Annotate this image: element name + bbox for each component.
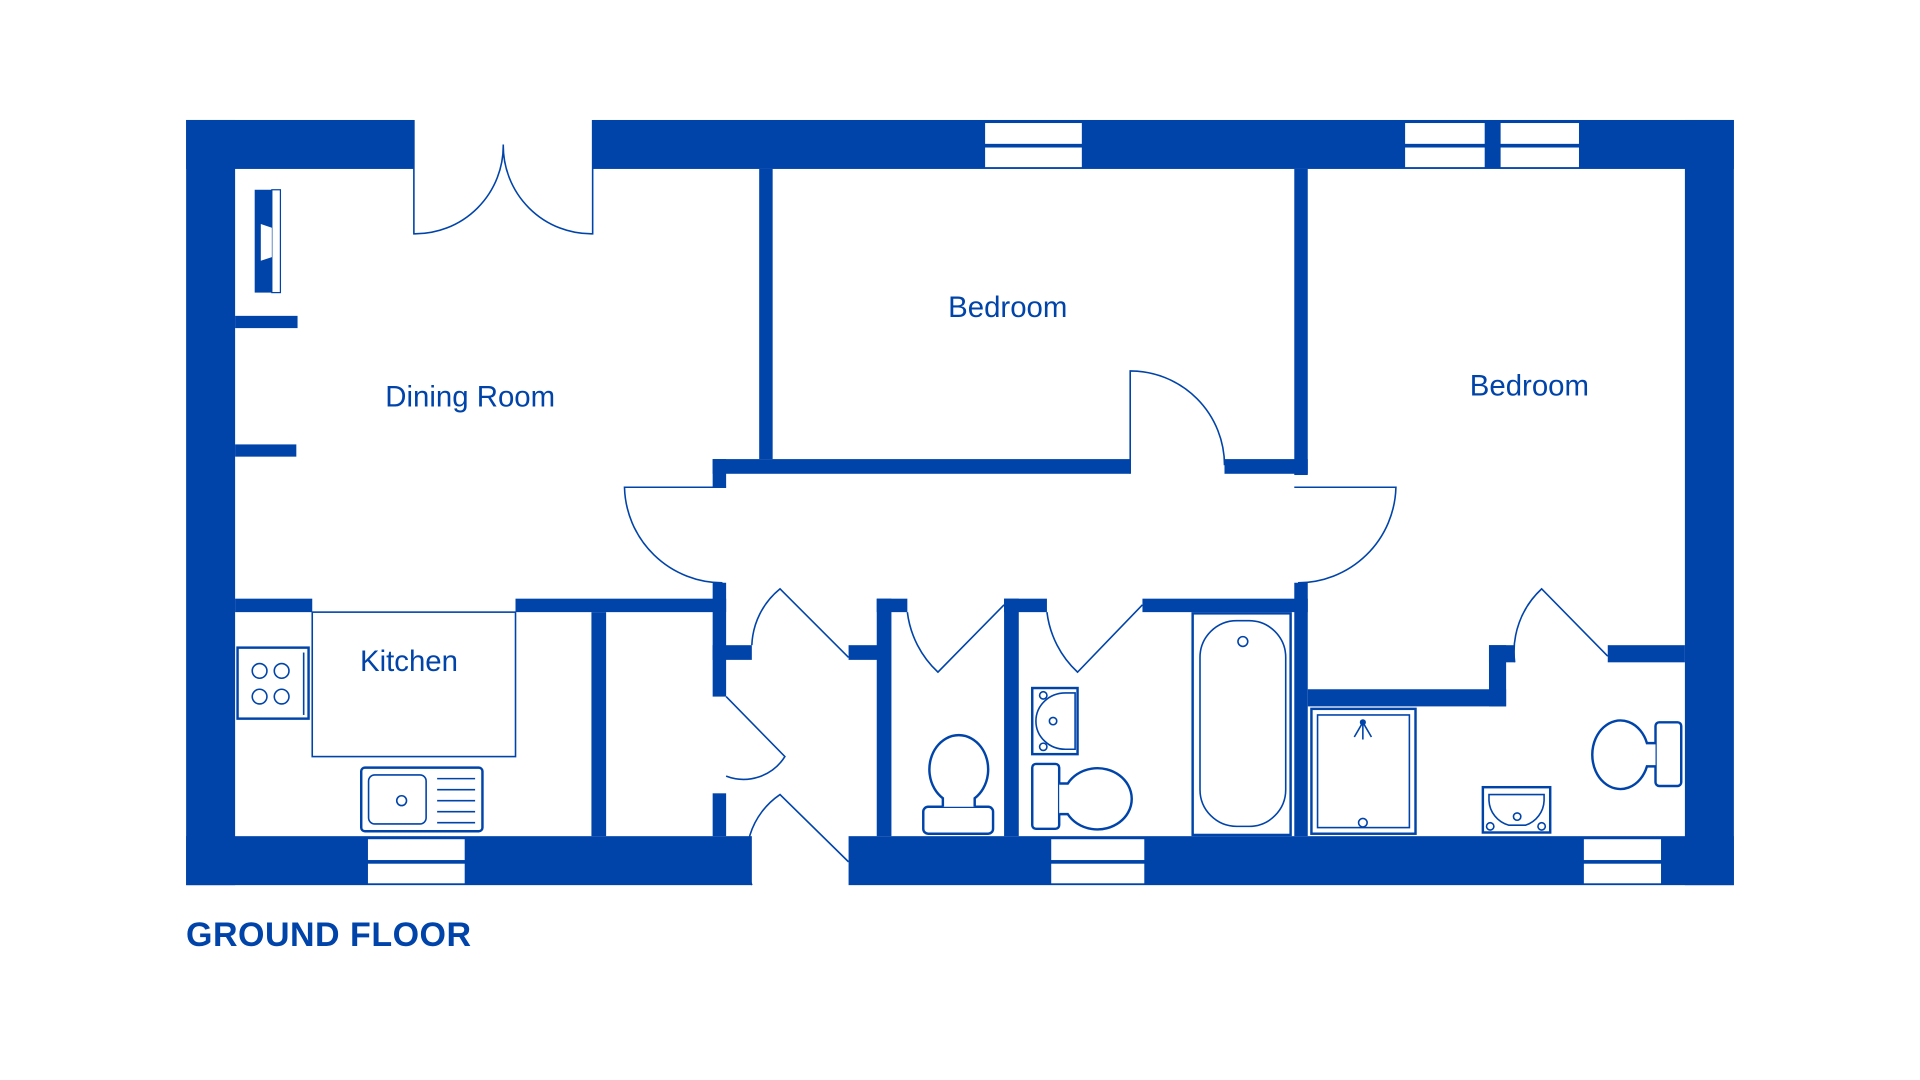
sink-icon bbox=[360, 766, 484, 833]
interior-walls bbox=[235, 168, 1685, 837]
dining-door bbox=[623, 486, 727, 584]
floor-title: GROUND FLOOR bbox=[186, 916, 472, 954]
ensuite-door bbox=[1513, 587, 1609, 663]
windows bbox=[366, 121, 1663, 885]
toilet-icon bbox=[1591, 719, 1683, 791]
wc-door bbox=[906, 604, 1005, 674]
toilet-icon bbox=[922, 733, 995, 835]
fireplace-icon bbox=[254, 189, 282, 294]
kitchen-counter bbox=[311, 611, 517, 758]
toilet-icon bbox=[1031, 762, 1133, 831]
bedroom2-door bbox=[1294, 486, 1397, 584]
room-label-kitchen: Kitchen bbox=[360, 645, 458, 678]
hob-icon bbox=[236, 646, 310, 720]
shower-icon bbox=[1310, 707, 1417, 835]
cupboard-door bbox=[751, 587, 850, 658]
basin-icon bbox=[1031, 686, 1079, 756]
room-label-dining-room: Dining Room bbox=[385, 380, 555, 413]
french-doors bbox=[413, 119, 594, 235]
room-label-bedroom-2: Bedroom bbox=[1470, 369, 1589, 402]
bath-icon bbox=[1191, 612, 1292, 837]
basin-icon bbox=[1481, 785, 1552, 834]
bathroom-door bbox=[1046, 604, 1144, 674]
room-label-bedroom-1: Bedroom bbox=[948, 291, 1067, 324]
front-door bbox=[745, 793, 850, 886]
front-door-inner bbox=[725, 696, 786, 781]
bedroom1-door bbox=[1129, 370, 1226, 474]
doors bbox=[413, 119, 1609, 886]
